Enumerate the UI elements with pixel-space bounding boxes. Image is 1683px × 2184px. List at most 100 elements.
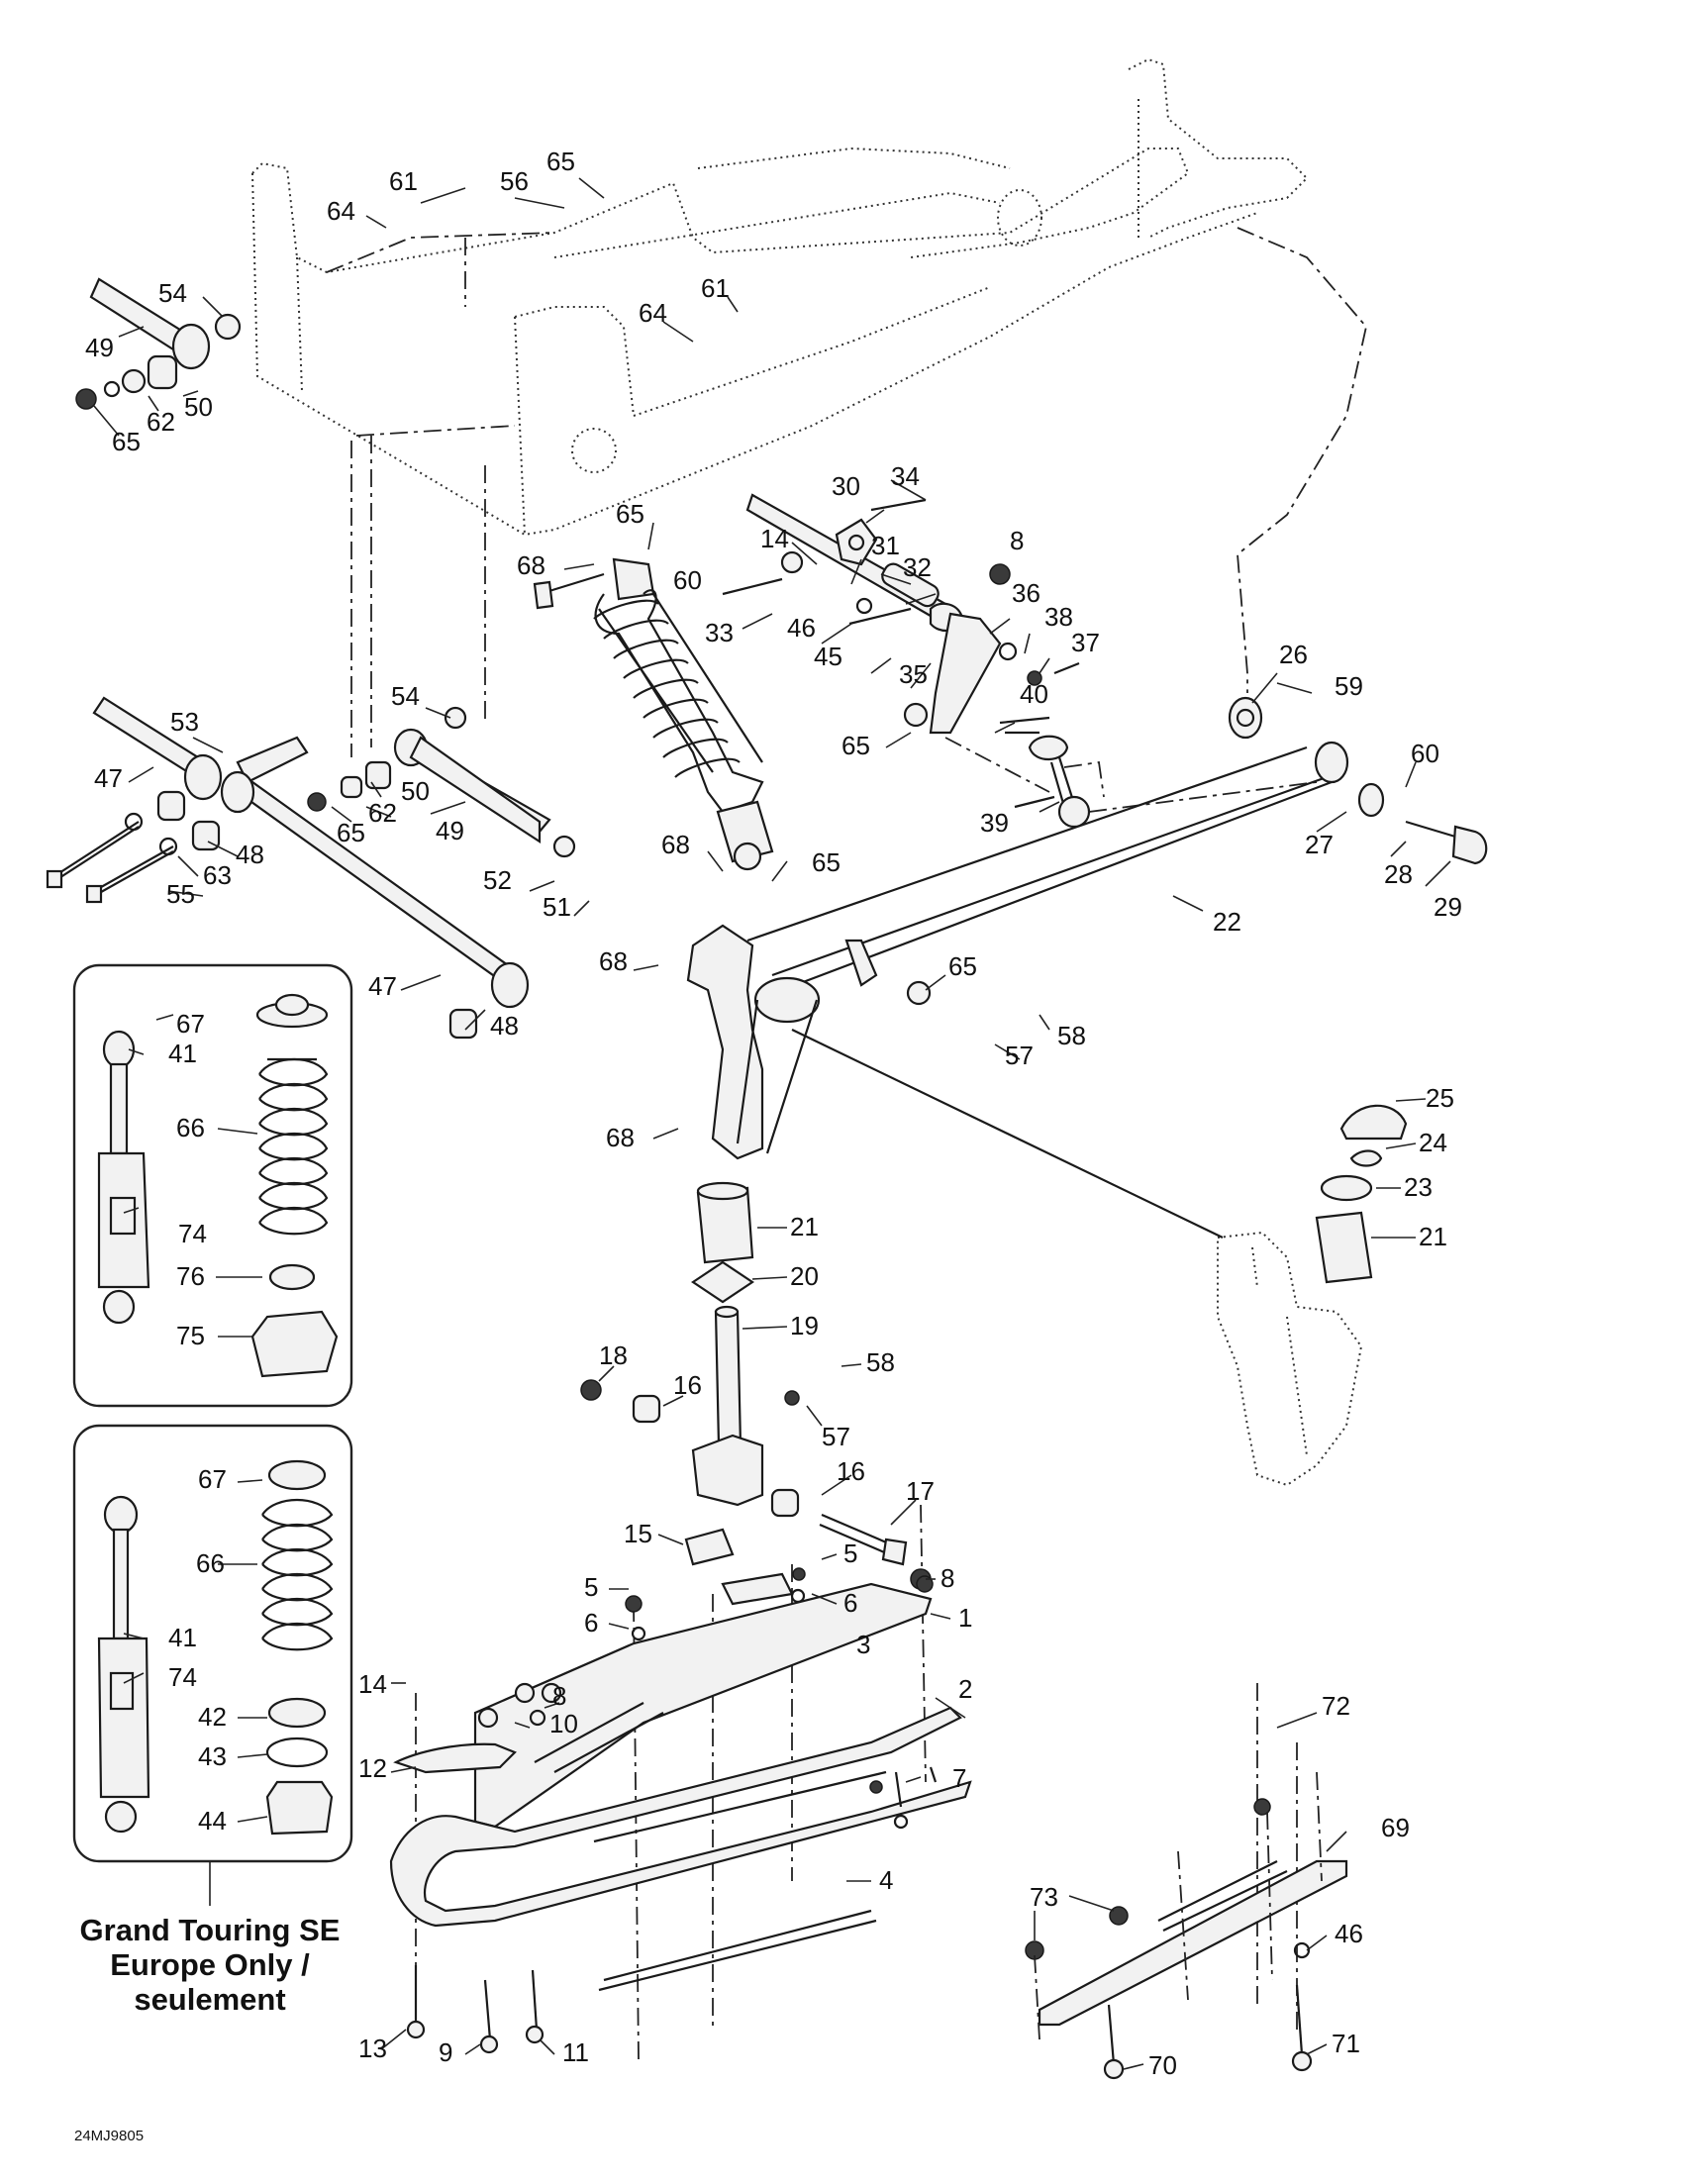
callout-50-b: 50 xyxy=(401,776,430,806)
callout-23: 23 xyxy=(1404,1172,1433,1202)
callout-73: 73 xyxy=(1030,1882,1058,1912)
callout-25: 25 xyxy=(1426,1083,1454,1113)
lower-arm-assembly xyxy=(46,696,576,1040)
callout-36: 36 xyxy=(1012,578,1040,608)
frame-corner-right xyxy=(1217,1231,1363,1487)
callout-65-b: 65 xyxy=(112,427,141,456)
callout-60-b: 60 xyxy=(1411,739,1439,768)
callout-45: 45 xyxy=(814,642,842,671)
ski-runner xyxy=(1025,1771,1348,2080)
callout-54-b: 54 xyxy=(391,681,420,711)
callout-37: 37 xyxy=(1071,628,1100,657)
chassis-frame xyxy=(251,57,1309,537)
callout-64-a: 64 xyxy=(327,196,355,226)
callout-5-b: 5 xyxy=(584,1572,598,1602)
callout-65-g: 65 xyxy=(948,951,977,981)
callout-2: 2 xyxy=(958,1674,972,1704)
callout-38: 38 xyxy=(1044,602,1073,632)
callout-65-e: 65 xyxy=(337,818,365,847)
callout-51: 51 xyxy=(543,892,571,922)
ski-assembly xyxy=(389,1567,972,2054)
callout-8-b: 8 xyxy=(940,1563,954,1593)
callout-6-a: 6 xyxy=(584,1608,598,1638)
callout-65-a: 65 xyxy=(546,147,575,176)
callout-69: 69 xyxy=(1381,1813,1410,1842)
callout-27: 27 xyxy=(1305,830,1334,859)
callout-59: 59 xyxy=(1335,671,1363,701)
callout-65-f: 65 xyxy=(812,847,841,877)
callout-1: 1 xyxy=(958,1603,972,1633)
callout-72: 72 xyxy=(1322,1691,1350,1721)
callout-labels: 61 65 56 64 54 49 50 62 65 64 61 30 34 6… xyxy=(85,147,1462,2080)
inset-box-2 xyxy=(72,1424,353,1863)
callout-57-a: 57 xyxy=(1005,1041,1034,1070)
callout-21-a: 21 xyxy=(1419,1222,1447,1251)
inset-1-labels: 67 41 66 74 76 75 xyxy=(168,1009,207,1350)
caption-line-2: Europe Only / xyxy=(110,1947,310,1982)
trailing-arm xyxy=(686,741,1349,1239)
callout-19: 19 xyxy=(790,1311,819,1340)
callout-62-a: 62 xyxy=(147,407,175,437)
callout-40: 40 xyxy=(1020,679,1048,709)
callout-29: 29 xyxy=(1434,892,1462,922)
callout-63: 63 xyxy=(203,860,232,890)
callout-68-a: 68 xyxy=(517,550,545,580)
callout-11: 11 xyxy=(562,2037,589,2067)
spindle-assembly xyxy=(580,1181,932,1590)
callout-9: 9 xyxy=(439,2037,452,2067)
callout-49-a: 49 xyxy=(85,333,114,362)
callout-18: 18 xyxy=(599,1340,628,1370)
callout-56: 56 xyxy=(500,166,529,196)
callout-47-a: 47 xyxy=(94,763,123,793)
callout-10: 10 xyxy=(549,1709,578,1738)
callout-21-b: 21 xyxy=(790,1212,819,1241)
callout-48-a: 48 xyxy=(236,840,264,869)
callout-46-a: 46 xyxy=(787,613,816,643)
callout-61-b: 61 xyxy=(701,273,730,303)
callout-34: 34 xyxy=(891,461,920,491)
callout-47-b: 47 xyxy=(368,971,397,1001)
callout-16-b: 16 xyxy=(837,1456,865,1486)
callout-60-a: 60 xyxy=(673,565,702,595)
callout-70: 70 xyxy=(1148,2050,1177,2080)
inset1-callout-41: 41 xyxy=(168,1039,197,1068)
inset1-callout-75: 75 xyxy=(176,1321,205,1350)
figure-reference: 24MJ9805 xyxy=(74,2128,144,2144)
inset-caption: Grand Touring SE Europe Only / seulement xyxy=(80,1913,341,2017)
right-end-parts xyxy=(1228,696,1488,1284)
callout-53: 53 xyxy=(170,707,199,737)
inset2-callout-43: 43 xyxy=(198,1741,227,1771)
callout-68-b: 68 xyxy=(661,830,690,859)
callout-5-a: 5 xyxy=(843,1539,857,1568)
callout-15: 15 xyxy=(624,1519,652,1548)
callout-54-a: 54 xyxy=(158,278,187,308)
inset2-callout-41: 41 xyxy=(168,1623,197,1652)
callout-52: 52 xyxy=(483,865,512,895)
callout-26: 26 xyxy=(1279,640,1308,669)
callout-3: 3 xyxy=(856,1630,870,1659)
caption-line-1: Grand Touring SE xyxy=(80,1913,341,1947)
caption-line-3: seulement xyxy=(134,1982,285,2017)
callout-leaders xyxy=(93,177,1451,2070)
inset2-callout-66: 66 xyxy=(196,1548,225,1578)
callout-22: 22 xyxy=(1213,907,1241,937)
callout-39: 39 xyxy=(980,808,1009,838)
inset2-callout-67: 67 xyxy=(198,1464,227,1494)
callout-13: 13 xyxy=(358,2034,387,2063)
callout-8-a: 8 xyxy=(1010,526,1024,555)
inset2-callout-44: 44 xyxy=(198,1806,227,1836)
callout-68-c: 68 xyxy=(599,946,628,976)
callout-24: 24 xyxy=(1419,1128,1447,1157)
callout-48-b: 48 xyxy=(490,1011,519,1041)
callout-20: 20 xyxy=(790,1261,819,1291)
shock-absorber xyxy=(533,557,774,871)
callout-8-c: 8 xyxy=(552,1681,566,1711)
callout-6-b: 6 xyxy=(843,1588,857,1618)
callout-61-a: 61 xyxy=(389,166,418,196)
callout-14-b: 14 xyxy=(358,1669,387,1699)
callout-57-b: 57 xyxy=(822,1422,850,1451)
callout-50-a: 50 xyxy=(184,392,213,422)
rocker-assembly xyxy=(722,493,1105,829)
callout-58-b: 58 xyxy=(866,1347,895,1377)
